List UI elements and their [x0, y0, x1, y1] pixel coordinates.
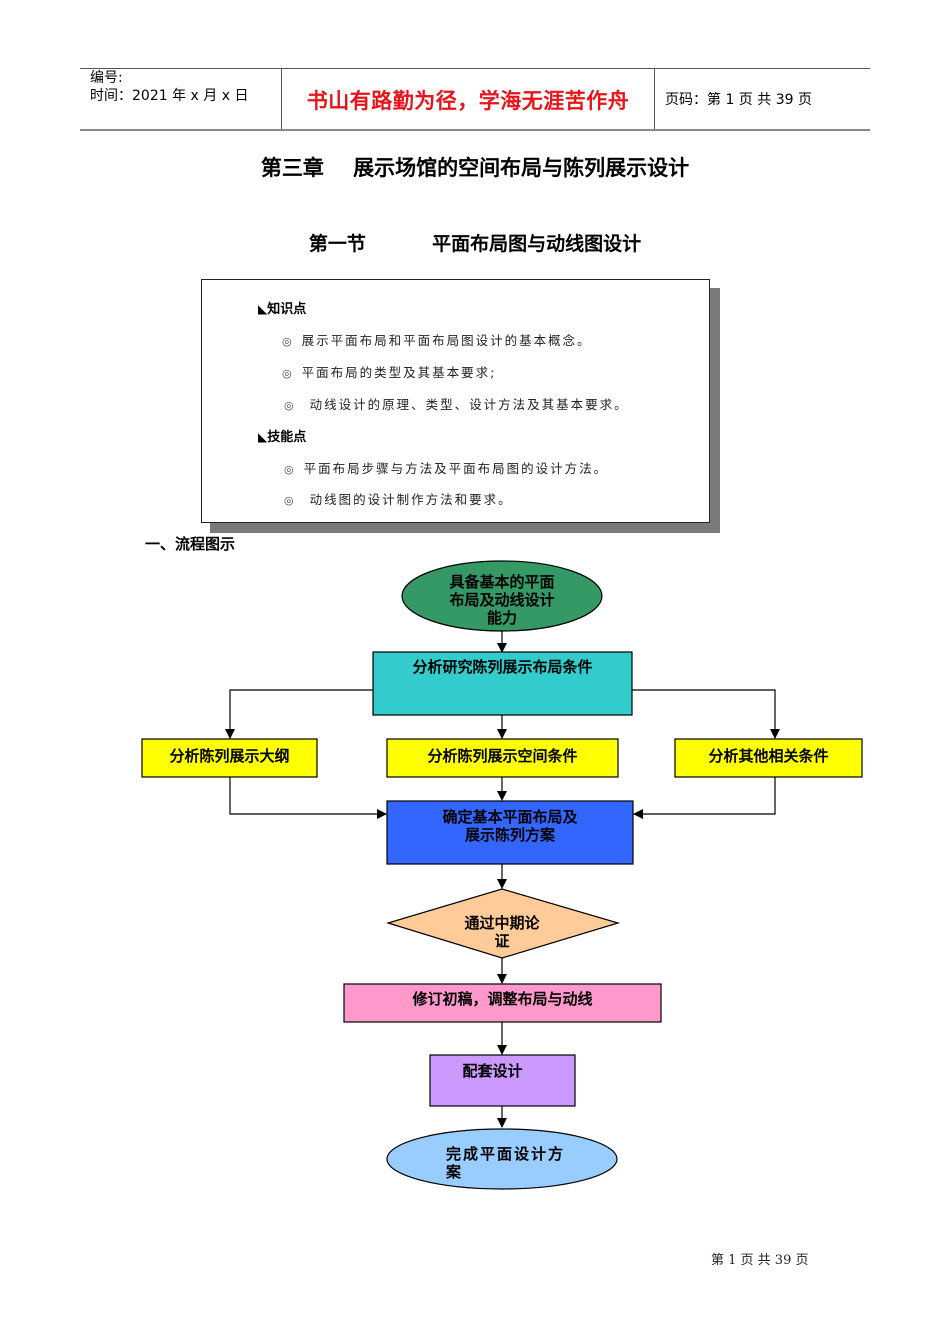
finish-node-label: 完成平面设计方 案 — [446, 1145, 586, 1181]
finish-node-shape — [386, 1128, 618, 1190]
outline-node-label: 分析陈列展示大纲 — [169, 747, 290, 765]
plan-node-line: 确定基本平面布局及 — [442, 808, 578, 826]
document-date: 时间：2021 年 x 月 x 日 — [90, 88, 249, 104]
plan-node-shape — [386, 800, 634, 865]
circle-bullet-icon: ◎ — [284, 463, 296, 476]
revise-node-label: 修订初稿，调整布局与动线 — [412, 990, 593, 1008]
review-node-line: 通过中期论 — [464, 914, 540, 932]
supporting-node-shape — [429, 1054, 576, 1107]
connector-conditions-to-other — [632, 689, 780, 739]
conditions-node-shape — [372, 651, 633, 716]
conditions-node-label: 分析研究陈列展示布局条件 — [412, 658, 593, 676]
other-node-shape — [674, 738, 863, 778]
skills-item: ◎ 平面布局步骤与方法及平面布局图的设计方法。 — [284, 458, 608, 477]
footer-page-info: 第 1 页 共 39 页 — [711, 1253, 809, 1268]
header-motto: 书山有路勤为径，学海无涯苦作舟 — [306, 89, 630, 113]
circle-bullet-icon: ◎ — [284, 399, 296, 412]
header-motto-cell: 书山有路勤为径，学海无涯苦作舟 — [282, 69, 655, 129]
skills-item: ◎ 动线图的设计制作方法和要求。 — [284, 489, 513, 508]
outline-node-shape — [141, 738, 318, 778]
start-node-line: 具备基本的平面 — [449, 573, 555, 591]
start-node-label: 具备基本的平面 布局及动线设计 能力 — [402, 573, 602, 627]
connector-conditions-to-outline — [225, 689, 373, 739]
skills-item-text: 动线图的设计制作方法和要求。 — [303, 492, 513, 507]
knowledge-box: ◣知识点 ◎展示平面布局和平面布局图设计的基本概念。 ◎平面布局的类型及其基本要… — [201, 279, 710, 523]
circle-bullet-icon: ◎ — [282, 367, 294, 380]
finish-node-line: 案 — [446, 1163, 464, 1181]
knowledge-heading: ◣知识点 — [258, 298, 306, 317]
start-node-line: 能力 — [486, 609, 517, 627]
other-node-label: 分析其他相关条件 — [708, 747, 829, 765]
connector-outline-to-plan — [229, 777, 387, 819]
header-page-info: 页码：第 1 页 共 39 页 — [665, 92, 812, 108]
document-number-label: 编号: — [90, 70, 123, 86]
circle-bullet-icon: ◎ — [284, 494, 296, 507]
review-node-shape — [385, 888, 621, 959]
knowledge-item-text: 动线设计的原理、类型、设计方法及其基本要求。 — [303, 397, 629, 412]
space-node-label: 分析陈列展示空间条件 — [427, 747, 578, 765]
header-page-cell: 页码：第 1 页 共 39 页 — [655, 69, 870, 129]
knowledge-item-text: 平面布局的类型及其基本要求; — [301, 365, 497, 380]
connector-other-to-plan — [633, 777, 776, 819]
document-header: 编号: 时间：2021 年 x 月 x 日 书山有路勤为径，学海无涯苦作舟 页码… — [80, 68, 870, 131]
supporting-node-label: 配套设计 — [462, 1062, 523, 1080]
knowledge-item: ◎ 动线设计的原理、类型、设计方法及其基本要求。 — [284, 394, 629, 413]
flow-section-title: 一、流程图示 — [145, 535, 236, 553]
triangle-marker-icon: ◣ — [258, 302, 268, 316]
start-node-shape — [401, 560, 603, 632]
circle-bullet-icon: ◎ — [282, 335, 294, 348]
knowledge-item-text: 展示平面布局和平面布局图设计的基本概念。 — [301, 333, 592, 348]
start-node-line: 布局及动线设计 — [449, 591, 555, 609]
plan-node-label: 确定基本平面布局及 展示陈列方案 — [387, 808, 633, 844]
section-title: 第一节 平面布局图与动线图设计 — [308, 233, 642, 255]
triangle-marker-icon: ◣ — [258, 430, 268, 444]
review-node-label: 通过中期论 证 — [402, 914, 602, 950]
skills-item-text: 平面布局步骤与方法及平面布局图的设计方法。 — [303, 461, 609, 476]
plan-node-line: 展示陈列方案 — [464, 826, 555, 844]
finish-node-line: 完成平面设计方 — [446, 1145, 566, 1163]
knowledge-item: ◎ 平面布局的类型及其基本要求; — [282, 362, 496, 381]
chapter-title: 第三章 展示场馆的空间布局与陈列展示设计 — [260, 156, 690, 180]
review-node-line: 证 — [494, 932, 510, 950]
space-node-shape — [386, 738, 619, 778]
knowledge-item: ◎ 展示平面布局和平面布局图设计的基本概念。 — [282, 330, 592, 349]
knowledge-heading-text: 知识点 — [267, 302, 307, 317]
skills-heading: ◣技能点 — [258, 426, 306, 445]
skills-heading-text: 技能点 — [267, 430, 307, 445]
header-meta-cell: 编号: 时间：2021 年 x 月 x 日 — [80, 69, 282, 129]
revise-node-shape — [343, 983, 662, 1023]
